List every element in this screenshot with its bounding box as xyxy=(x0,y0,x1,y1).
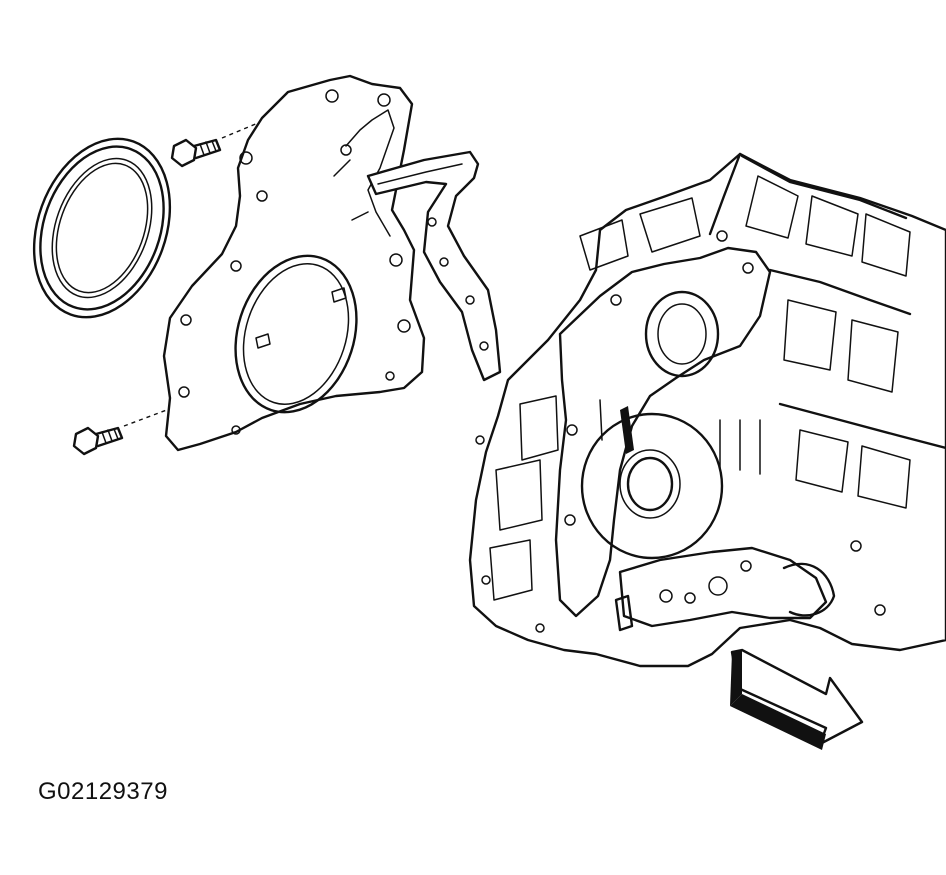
lower-bolt xyxy=(72,407,173,456)
engine-block xyxy=(468,152,946,668)
gasket-strip xyxy=(366,150,502,382)
rear-oil-seal xyxy=(32,137,172,319)
figure-id-label: G02129379 xyxy=(38,778,168,805)
rear-cover xyxy=(162,74,426,452)
front-direction-arrow xyxy=(730,648,864,750)
